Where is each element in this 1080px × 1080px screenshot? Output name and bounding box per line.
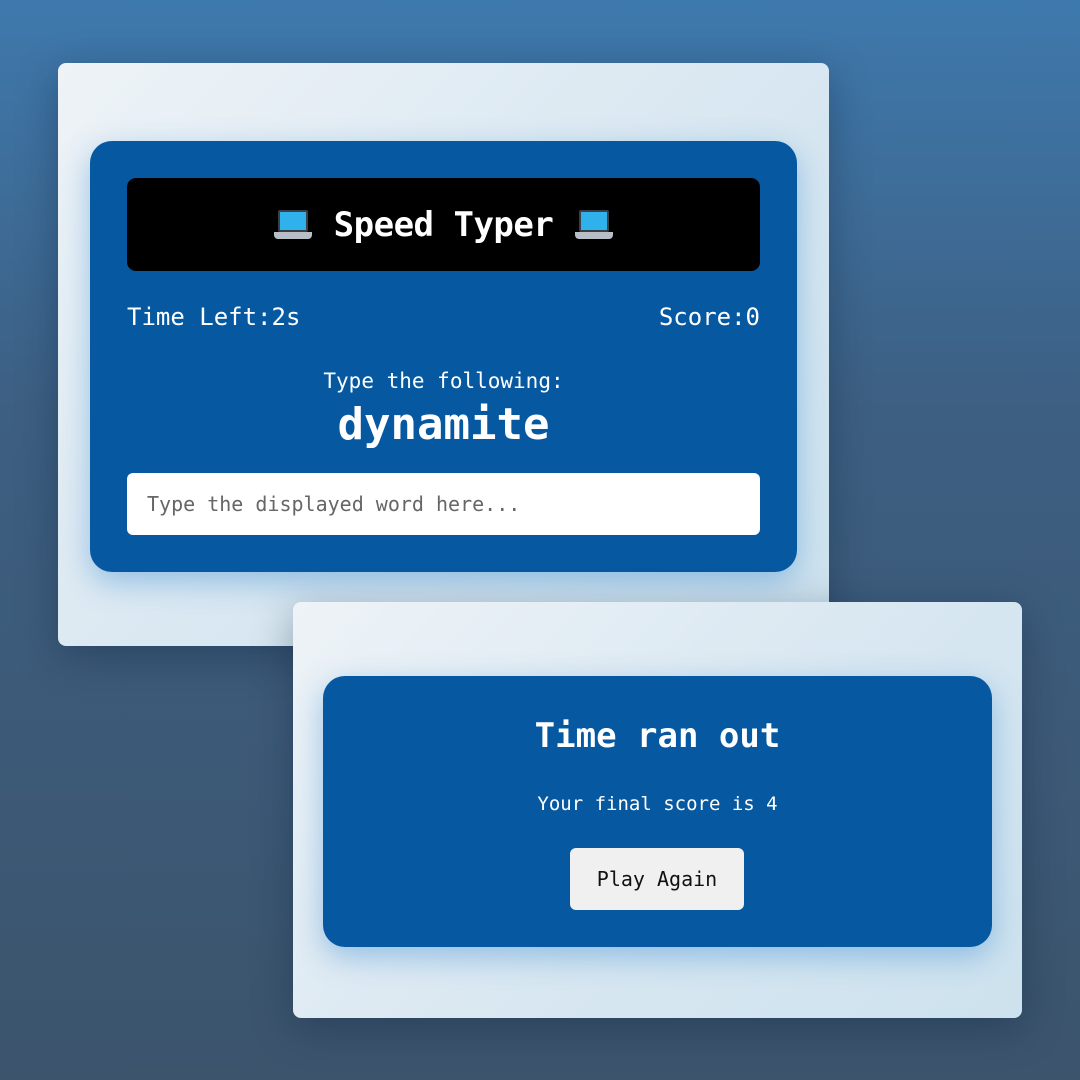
- laptop-icon: [575, 209, 614, 240]
- score-display: Score:0: [659, 303, 760, 331]
- word-input[interactable]: [127, 473, 760, 535]
- result-title: Time ran out: [534, 716, 781, 756]
- game-screenshot-frame: Speed Typer Time Left:2s Score:0 Type th…: [58, 63, 829, 646]
- game-title: Speed Typer: [333, 204, 554, 245]
- prompt-label: Type the following:: [323, 369, 564, 393]
- score-label: Score:: [658, 303, 746, 331]
- score-value: 0: [745, 303, 760, 331]
- time-left-label: Time Left:: [127, 303, 272, 331]
- game-card: Speed Typer Time Left:2s Score:0 Type th…: [90, 141, 797, 572]
- time-left-value: 2s: [271, 303, 301, 331]
- play-again-button[interactable]: Play Again: [570, 848, 744, 910]
- result-card: Time ran out Your final score is 4 Play …: [323, 676, 992, 947]
- result-screenshot-frame: Time ran out Your final score is 4 Play …: [293, 602, 1022, 1018]
- time-left-display: Time Left:2s: [127, 303, 300, 331]
- final-score-message: Your final score is 4: [537, 793, 778, 815]
- laptop-icon: [273, 209, 312, 240]
- title-banner: Speed Typer: [127, 178, 760, 271]
- target-word: dynamite: [337, 399, 550, 450]
